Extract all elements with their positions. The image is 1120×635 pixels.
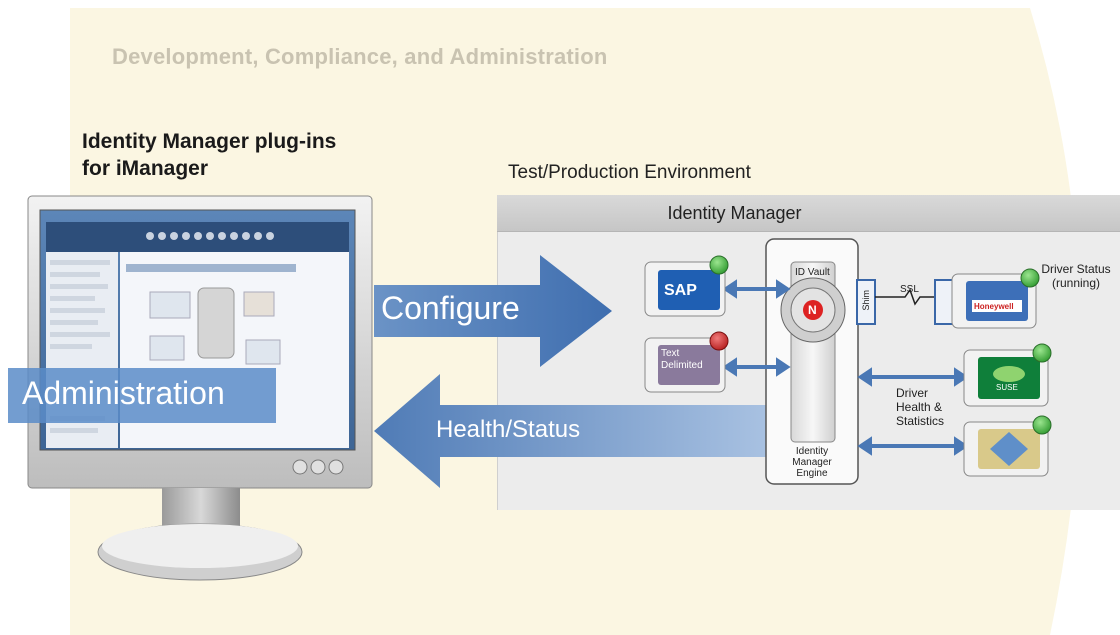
ssl-label: SSL: [900, 284, 919, 295]
driver-sap-label: SAP: [664, 282, 697, 299]
environment-title: Test/Production Environment: [508, 162, 751, 183]
identity-manager-header: [497, 195, 1120, 232]
driver-honeywell-icon: [951, 268, 1040, 329]
driver-text-delimited-icon: [644, 331, 729, 393]
configure-arrow: [374, 255, 612, 367]
shim-label: Shim: [861, 290, 871, 311]
driver-generic-icon: [963, 415, 1052, 477]
driver-honeywell-label: Honeywell: [974, 302, 1014, 311]
administration-label-box: [8, 368, 276, 423]
plugins-title-line2: for iManager: [82, 157, 209, 180]
plugins-title-line1: Identity Manager plug-ins: [82, 130, 337, 153]
driver-suse-icon: [963, 343, 1052, 407]
driver-text-label: Text Delimited: [661, 348, 703, 371]
identity-manager-title: Identity Manager: [667, 203, 802, 223]
identity-manager-engine: [765, 238, 859, 485]
engine-label: Identity Manager Engine: [792, 446, 832, 479]
driver-status-label: Driver Status (running): [1041, 262, 1111, 290]
health-status-arrow: [374, 374, 770, 488]
id-vault-label: ID Vault: [795, 267, 830, 278]
diagram-title: Development, Compliance, and Administrat…: [112, 44, 608, 69]
health-status-label: Health/Status: [436, 416, 581, 443]
configure-label: Configure: [381, 290, 520, 326]
driver-sap-icon: [644, 255, 729, 317]
driver-health-label: Driver Health & Statistics: [896, 386, 945, 428]
novell-badge: N: [808, 303, 817, 317]
plugins-title: Identity Manager plug-ins for iManager: [82, 128, 336, 182]
administration-label: Administration: [22, 375, 225, 411]
driver-suse-label: SUSE: [996, 383, 1018, 392]
